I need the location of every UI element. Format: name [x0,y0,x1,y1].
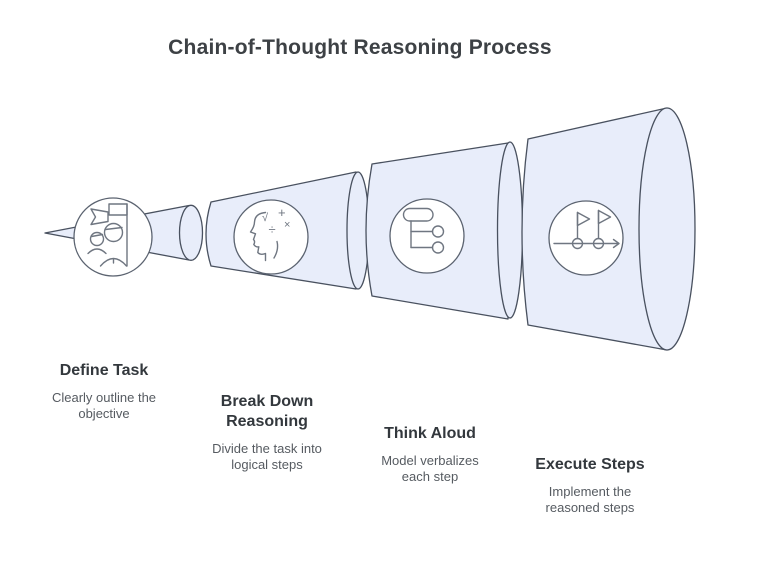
milestone-flag [576,211,591,227]
stage-title: Break Down Reasoning [220,393,314,430]
divide-symbol: ÷ [269,222,276,237]
sqrt-symbol: √ [262,212,269,224]
head-back-curve [273,240,279,259]
person-head-large [103,222,124,243]
stage-label-execute-steps: Execute Steps Implement the reasoned ste… [535,455,644,515]
stage-label-define-task: Define Task Clearly outline the objectiv… [52,361,156,421]
milestone-flag [597,209,612,225]
head-math-icon [249,211,279,262]
stage-circle-break-down [233,199,309,275]
funnel-disc-1 [178,204,204,261]
plus-symbol: + [278,205,286,220]
flowchart-leaf-node [431,225,445,238]
flowchart-icon [402,207,445,254]
flowchart-leaf-node [431,241,445,254]
stage-desc: Implement the reasoned steps [545,484,635,515]
flag-rect [108,203,128,216]
team-goal-flag-icon [87,203,128,267]
stage-circle-define-task [73,197,153,277]
person-shoulders-small [87,248,107,255]
head-math-symbols: √ + ÷ × [262,205,290,237]
funnel-disc-4 [638,107,696,351]
stage-desc: Model verbalizes each step [381,453,479,484]
stage-label-break-down-reasoning: Break Down Reasoning Divide the task int… [212,392,322,472]
stage-title: Execute Steps [535,456,645,473]
page-title: Chain-of-Thought Reasoning Process [168,36,552,59]
funnel-disc-3 [496,141,524,319]
times-symbol: × [284,219,290,231]
stage-circle-execute-steps [548,200,624,276]
stage-desc: Clearly outline the objective [51,390,157,421]
stage-label-think-aloud: Think Aloud Model verbalizes each step [381,424,479,484]
stage-desc: Divide the task into logical steps [212,441,322,472]
person-head-small [89,231,105,247]
stage-title: Think Aloud [384,425,476,442]
head-profile [249,211,267,262]
stage-title: Define Task [59,362,149,379]
flowchart-root-node [402,207,434,222]
stage-circle-think-aloud [389,198,465,274]
milestone-flags-icon [553,209,620,250]
pennant-ribbon [90,208,109,226]
